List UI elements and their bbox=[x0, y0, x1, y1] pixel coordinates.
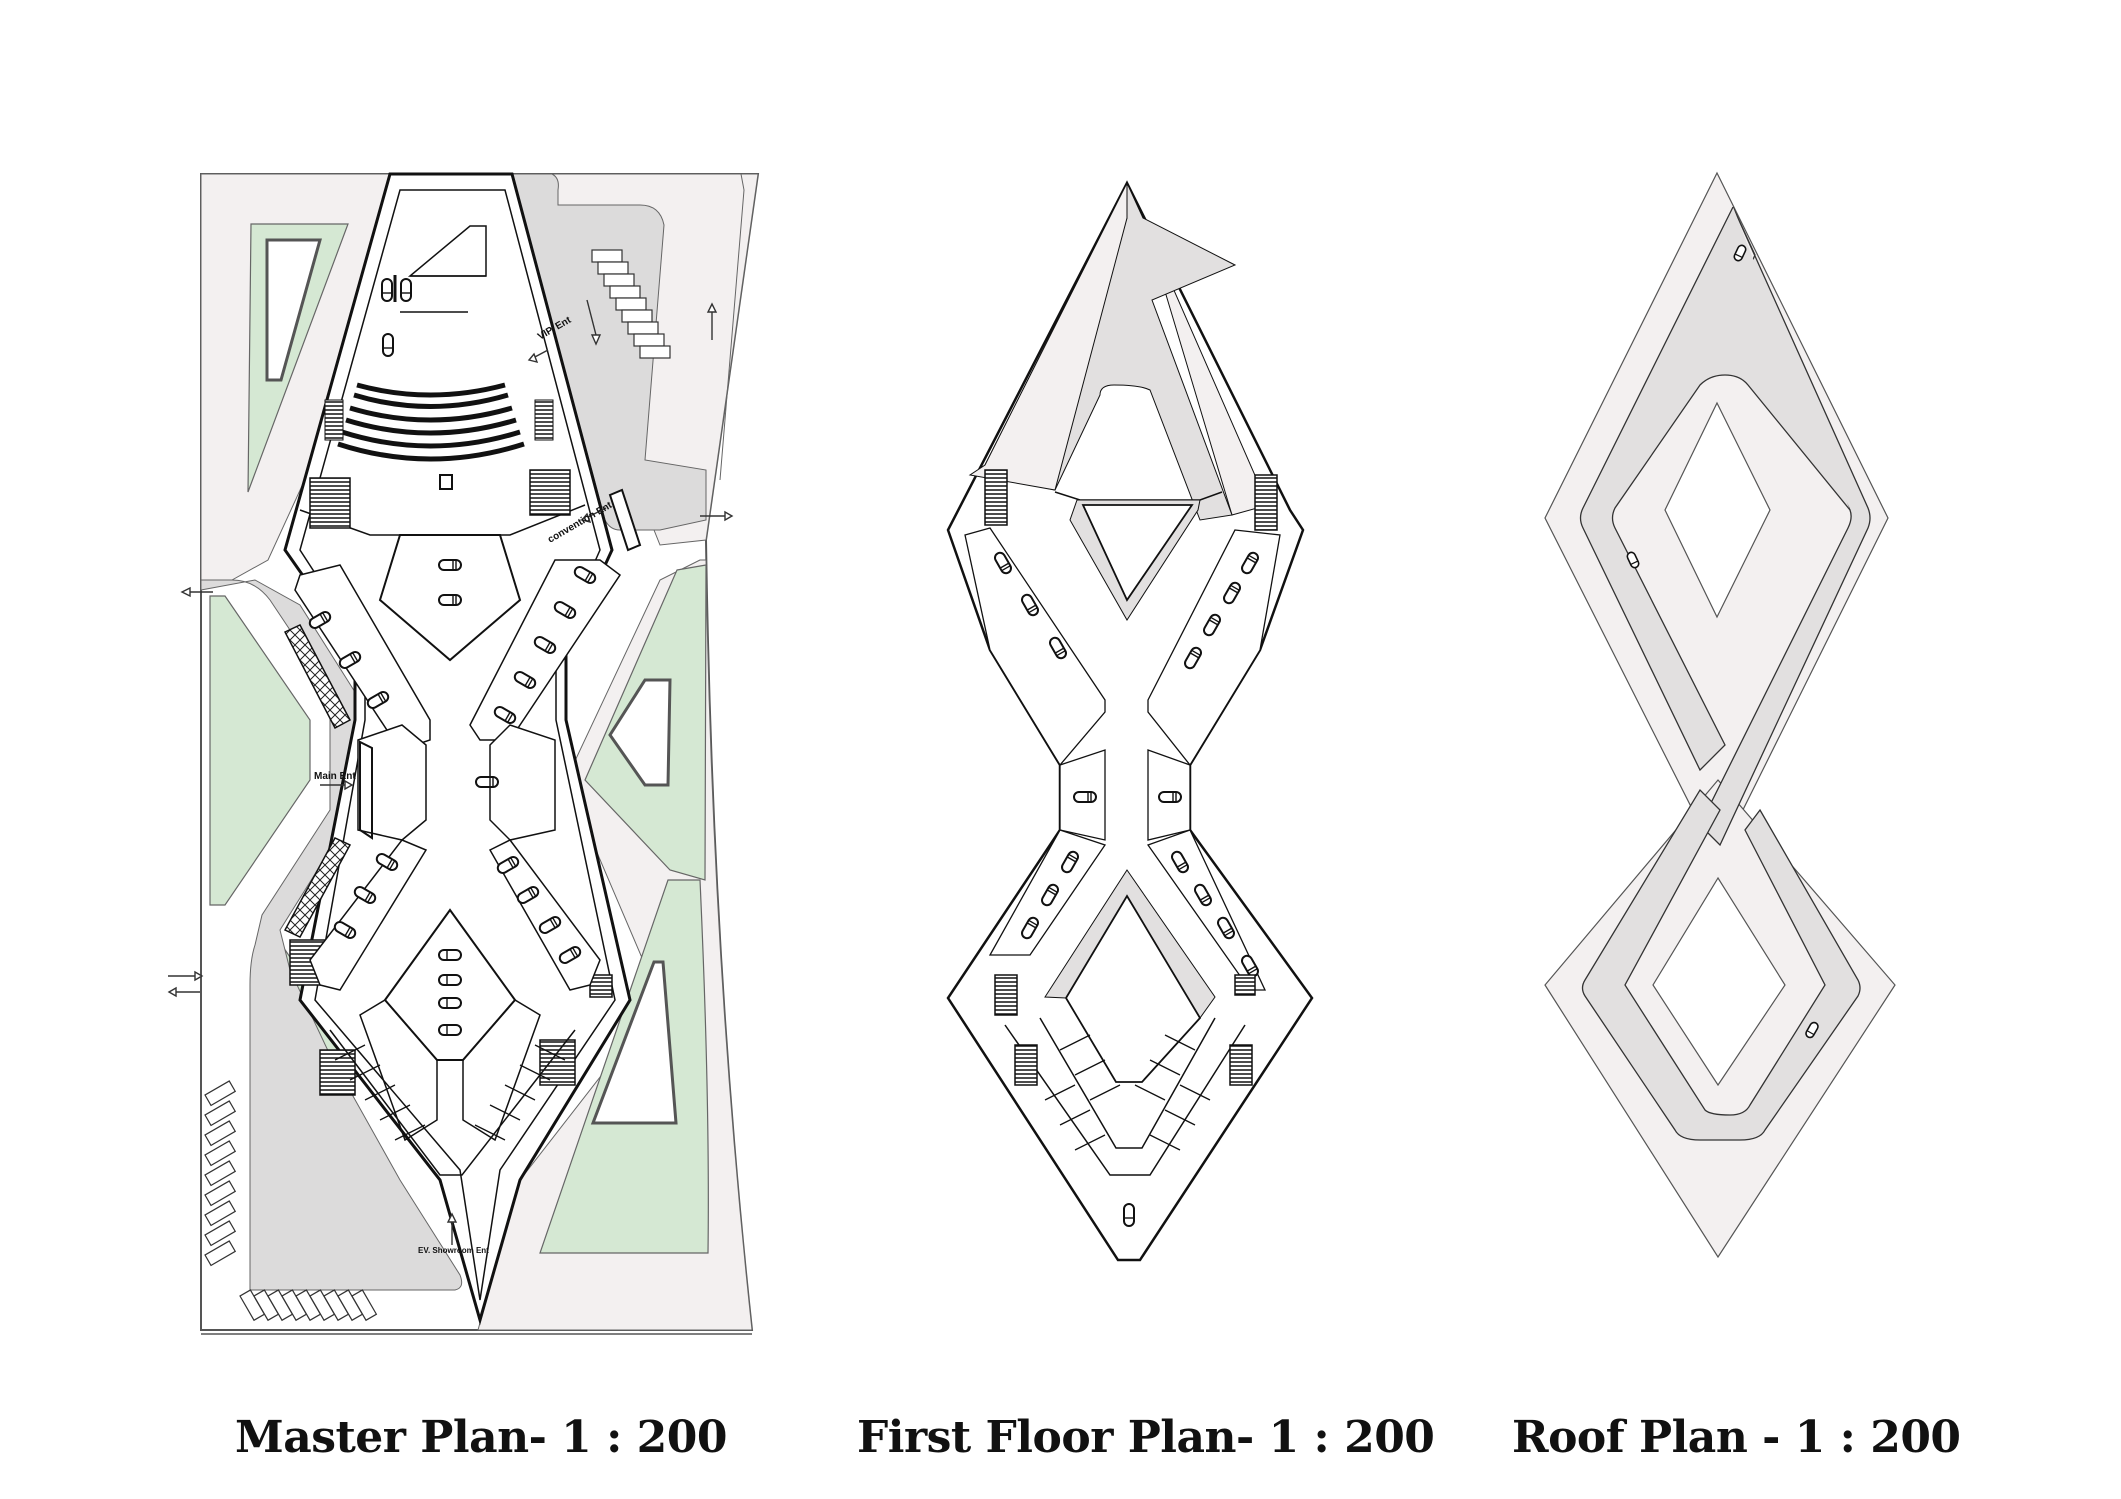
main-entrance-label: Main Ent bbox=[314, 771, 356, 782]
auditorium-seating bbox=[337, 382, 525, 462]
roof-plan-title: Roof Plan - 1 : 200 bbox=[1512, 1412, 1961, 1463]
first-floor-plan-title: First Floor Plan- 1 : 200 bbox=[857, 1412, 1435, 1463]
master-plan-title: Master Plan- 1 : 200 bbox=[235, 1412, 728, 1463]
showroom-entrance-label: EV. Showroom Ent bbox=[418, 1246, 489, 1255]
